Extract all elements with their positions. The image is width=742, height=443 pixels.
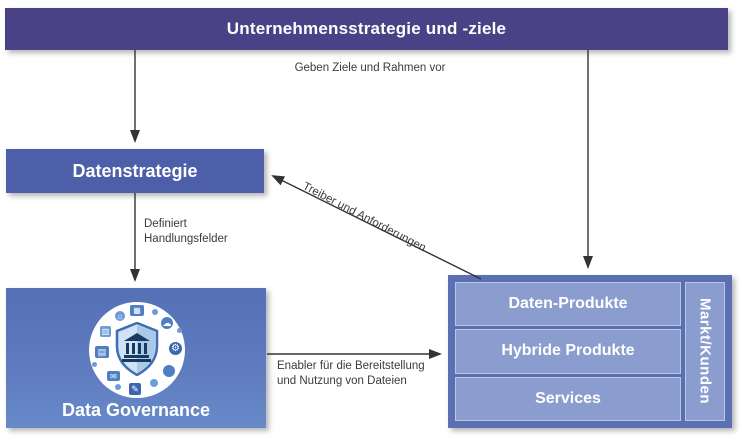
label-enabler-line2: und Nutzung von Dateien xyxy=(277,375,407,387)
box-unternehmensstrategie: Unternehmensstrategie und -ziele xyxy=(5,8,728,50)
dot-icon xyxy=(115,384,121,390)
label-enabler: Enabler für die Bereitstellung und Nutzu… xyxy=(277,359,425,389)
data-governance-illustration: ▦ ☁ ⚙ ✎ ✉ ▤ ▥ ⌂ xyxy=(89,302,185,398)
row-hybride-produkte: Hybride Produkte xyxy=(455,329,681,374)
label-treiber-anforderungen: Treiber und Anforderungen xyxy=(300,180,428,255)
label-definiert-handlungsfelder: Definiert Handlungsfelder xyxy=(144,217,228,247)
dot-icon xyxy=(152,309,158,315)
markt-kunden-strip: Markt/Kunden xyxy=(685,282,725,421)
cloud-icon: ☁ xyxy=(161,317,173,329)
markt-kunden-label: Markt/Kunden xyxy=(696,298,714,405)
hand-cursor-icon: ✎ xyxy=(129,383,141,395)
box-datenstrategie: Datenstrategie xyxy=(6,149,264,193)
label-definiert-line1: Definiert xyxy=(144,218,187,230)
chart-icon: ▥ xyxy=(100,326,111,337)
label-geben-ziele: Geben Ziele und Rahmen vor xyxy=(294,62,446,74)
box-products: Daten-Produkte Hybride Produkte Services… xyxy=(448,275,732,428)
dot-icon xyxy=(177,328,182,333)
hybride-produkte-label: Hybride Produkte xyxy=(501,342,635,360)
row-services: Services xyxy=(455,376,681,421)
folder-icon: ▤ xyxy=(95,346,109,358)
home-icon: ⌂ xyxy=(115,311,125,321)
product-rows: Daten-Produkte Hybride Produkte Services xyxy=(455,282,681,421)
row-daten-produkte: Daten-Produkte xyxy=(455,282,681,327)
unternehmensstrategie-label: Unternehmensstrategie und -ziele xyxy=(226,19,507,38)
services-label: Services xyxy=(535,389,601,407)
shield-with-bank-icon xyxy=(115,321,159,377)
label-definiert-line2: Handlungsfelder xyxy=(144,233,228,245)
dot-icon xyxy=(92,362,97,367)
datenstrategie-label: Datenstrategie xyxy=(72,160,198,181)
daten-produkte-label: Daten-Produkte xyxy=(508,295,628,313)
monitor-icon: ▦ xyxy=(130,305,144,316)
cart-icon xyxy=(163,365,175,377)
data-governance-label: Data Governance xyxy=(61,400,211,420)
label-enabler-line1: Enabler für die Bereitstellung xyxy=(277,360,425,372)
box-data-governance: ▦ ☁ ⚙ ✎ ✉ ▤ ▥ ⌂ xyxy=(6,288,266,428)
search-icon xyxy=(150,379,158,387)
envelope-icon: ✉ xyxy=(107,371,120,381)
gear-icon: ⚙ xyxy=(169,342,182,355)
